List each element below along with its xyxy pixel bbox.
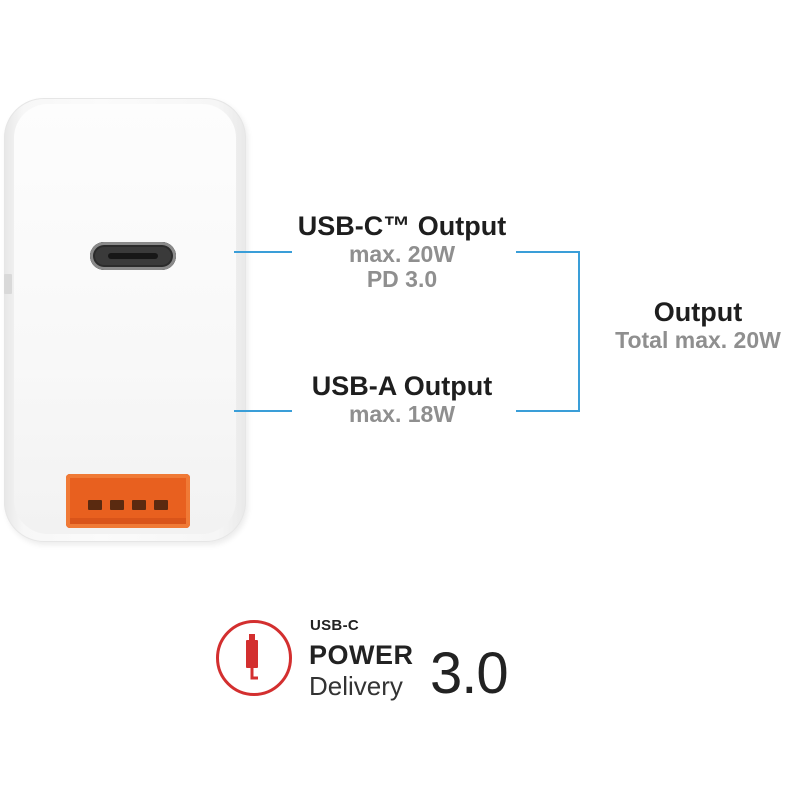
output-title: Output — [653, 297, 743, 327]
usb-c-port-tongue — [108, 253, 158, 259]
usb-a-bracket-line — [516, 410, 580, 412]
usb-a-callout-line — [234, 410, 292, 412]
usb-c-title: USB-C™ Output — [297, 211, 507, 241]
power-delivery-circle-icon — [216, 620, 292, 696]
usb-a-port — [66, 474, 190, 528]
usb-c-bracket-line — [516, 251, 580, 253]
output-bracket-vertical — [578, 251, 580, 412]
output-total: Total max. 20W — [615, 326, 781, 353]
usb-a-pin — [154, 500, 168, 510]
logo-delivery-text: Delivery — [309, 671, 403, 701]
charger-illustration — [4, 98, 246, 542]
usb-a-label: USB-A Output max. 18W — [292, 371, 512, 427]
usb-a-title: USB-A Output — [311, 371, 493, 401]
usb-cable-icon — [246, 634, 258, 680]
total-output-label: Output Total max. 20W — [596, 297, 800, 353]
logo-usb-c-text: USB-C — [310, 617, 359, 634]
usb-a-max: max. 18W — [348, 400, 456, 427]
usb-a-pin — [132, 500, 146, 510]
logo-power-text: POWER — [309, 640, 414, 670]
usb-a-pin — [110, 500, 124, 510]
logo-version-text: 3.0 — [430, 641, 509, 706]
charger-face — [14, 104, 236, 534]
usb-a-pin — [88, 500, 102, 510]
usb-c-port — [90, 242, 176, 270]
usb-c-callout-line — [234, 251, 292, 253]
usb-c-pd: PD 3.0 — [366, 265, 438, 292]
usb-c-label: USB-C™ Output max. 20W PD 3.0 — [292, 211, 512, 292]
usb-c-max: max. 20W — [348, 240, 456, 267]
charger-prong — [4, 274, 12, 294]
